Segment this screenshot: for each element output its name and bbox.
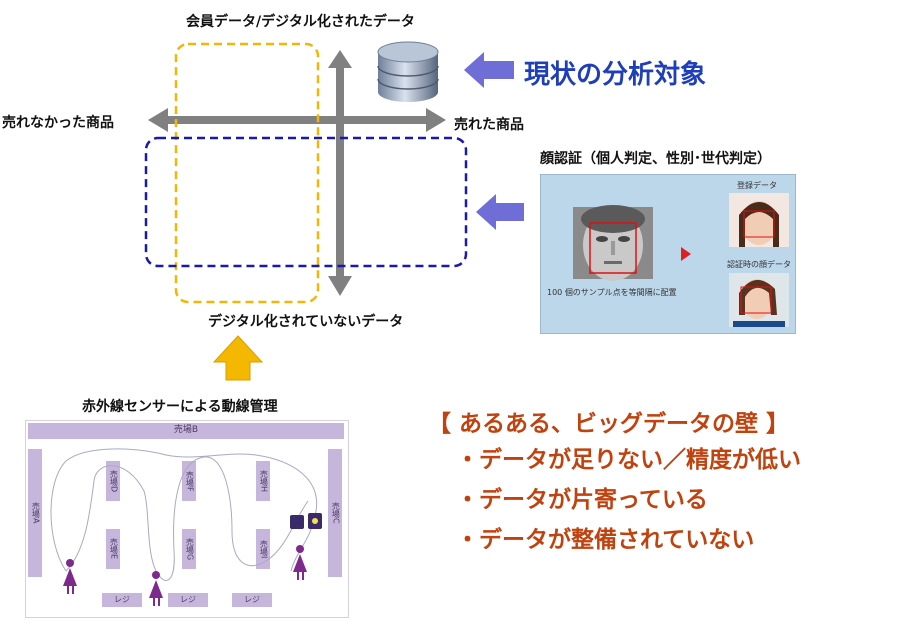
- arrow-left-icon: [464, 52, 514, 88]
- face-recognition-panel: 登録データ 認証時の顔データ 100 個のサンプル点を等間隔に配置: [540, 174, 796, 334]
- sensor-title: 赤外線センサーによる動線管理: [82, 399, 278, 415]
- registered-face: [729, 193, 789, 247]
- vertical-axis: [328, 50, 352, 296]
- arrow-up-icon: [212, 335, 264, 381]
- top-axis-label: 会員データ/デジタル化されたデータ: [186, 14, 415, 30]
- bigdata-wall-heading: 【 あるある、ビッグデータの壁 】: [428, 411, 790, 437]
- right-axis-label: 売れた商品: [454, 117, 524, 133]
- zone-c: 売場C: [328, 449, 342, 577]
- face-recognition-figure: [573, 193, 789, 327]
- registered-data-label: 登録データ: [737, 181, 777, 190]
- person-icon: [149, 571, 163, 606]
- person-icon: [63, 559, 77, 594]
- digital-data-box: [174, 42, 320, 304]
- face-recognition-title: 顔認証（個人判定、性別･世代判定）: [540, 151, 771, 167]
- sensor-icon: [290, 513, 322, 529]
- bigdata-wall-item: ・データが整備されていない: [456, 527, 755, 553]
- store-layout: 売場B 売場A 売場C 売場D 売場F 売場H 売場E 売場G 売場I レジ レ…: [25, 420, 349, 618]
- auth-face: [729, 273, 789, 327]
- play-arrow-icon: [681, 247, 691, 261]
- zone-d: 売場D: [106, 461, 120, 501]
- zone-h: 売場H: [256, 461, 270, 501]
- horizontal-axis: [148, 108, 446, 132]
- bottom-axis-label: デジタル化されていないデータ: [208, 314, 404, 330]
- auth-face-data-label: 認証時の顔データ: [727, 260, 791, 269]
- database-icon: [377, 41, 439, 102]
- person-icon: [293, 545, 307, 580]
- bigdata-wall-item: ・データが足りない／精度が低い: [456, 447, 801, 473]
- sample-points-caption: 100 個のサンプル点を等間隔に配置: [547, 288, 677, 297]
- customer-flow-path: [50, 448, 318, 581]
- zone-i: 売場I: [256, 529, 270, 569]
- sample-face: [573, 205, 653, 281]
- register-2: レジ: [168, 593, 208, 607]
- zone-g: 売場G: [182, 529, 196, 569]
- register-1: レジ: [102, 593, 142, 607]
- analysis-target-title: 現状の分析対象: [524, 60, 707, 90]
- register-3: レジ: [232, 593, 272, 607]
- arrow-left-icon: [476, 194, 524, 230]
- zone-a: 売場A: [28, 449, 42, 577]
- bigdata-wall-item: ・データが片寄っている: [456, 487, 708, 513]
- customer-path-figure: [50, 448, 322, 606]
- zone-e: 売場E: [106, 529, 120, 569]
- zone-b: 売場B: [28, 423, 344, 439]
- analysis-target-box: [144, 136, 468, 268]
- left-axis-label: 売れなかった商品: [2, 115, 114, 131]
